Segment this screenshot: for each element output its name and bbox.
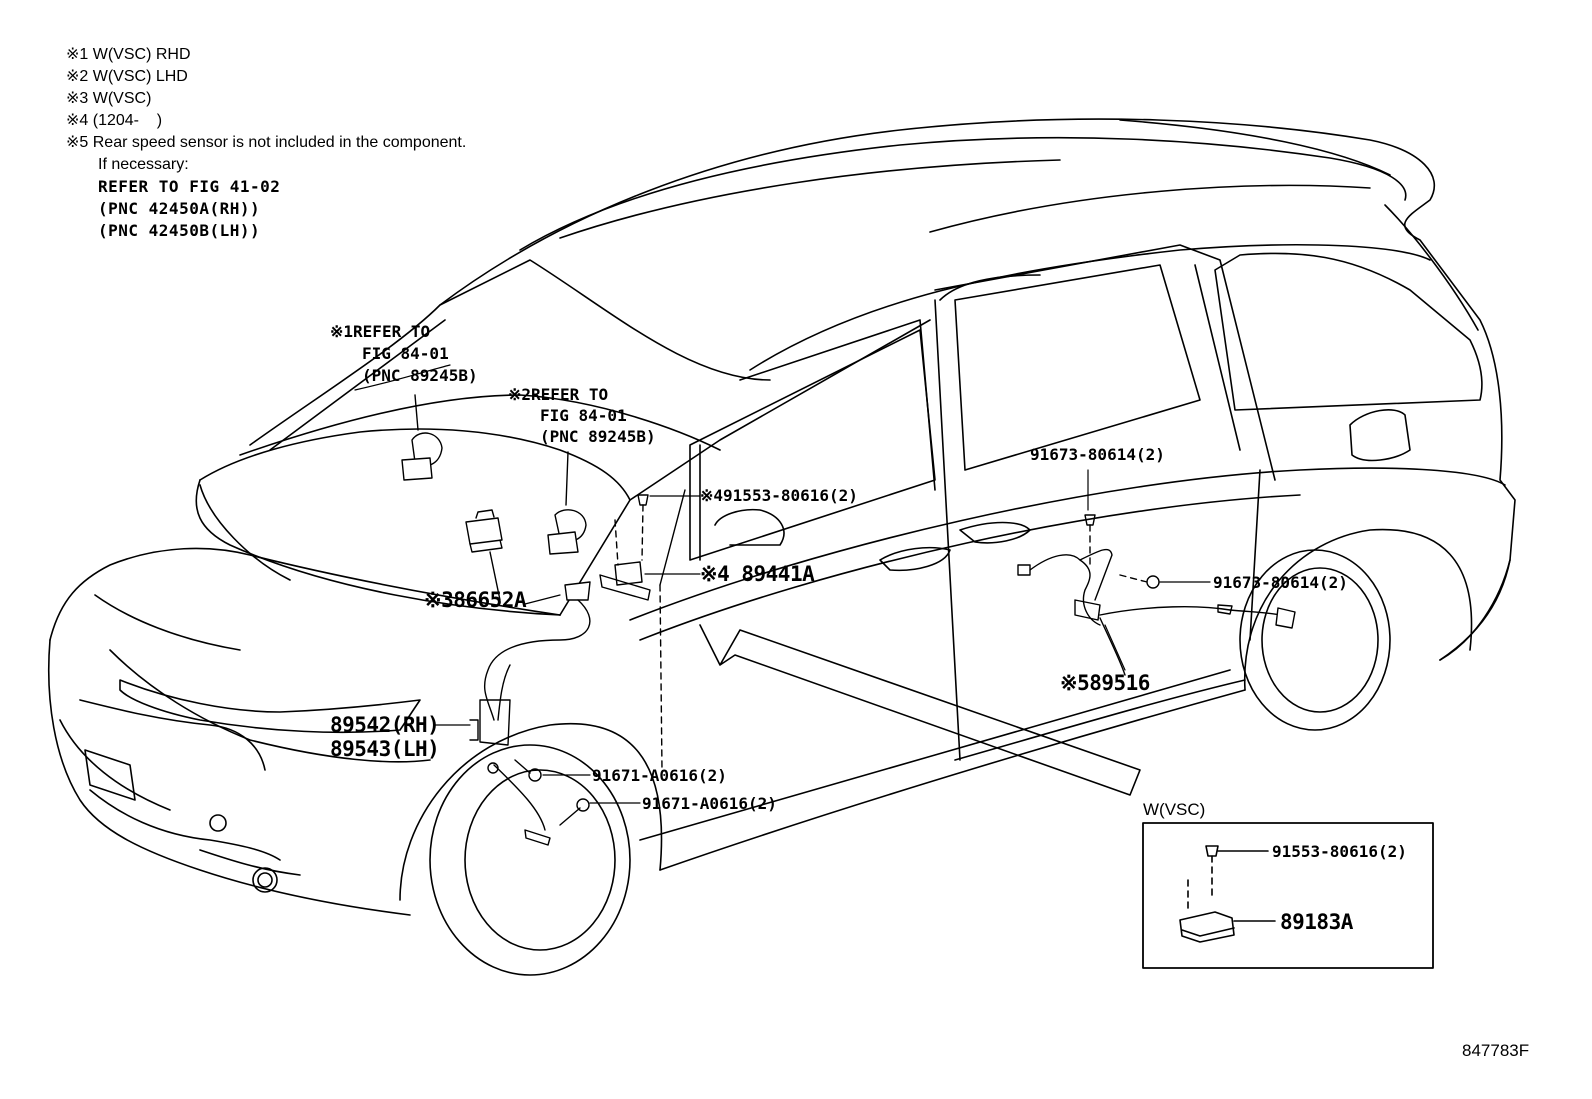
part-91673-80614-top: 91673-80614(2) (1030, 445, 1165, 464)
inset-part-91553-80616: 91553-80616(2) (1272, 842, 1407, 861)
part-89441a: ※4 89441A (700, 562, 815, 586)
notes-block: ※1 W(VSC) RHD ※2 W(VSC) LHD ※3 W(VSC) ※4… (66, 44, 466, 242)
note-5: ※5 Rear speed sensor is not included in … (66, 134, 467, 151)
figure-id: 847783F (1462, 1041, 1530, 1060)
note-pnc-rh: (PNC 42450A(RH)) (98, 199, 261, 218)
callout-ref1-line2: FIG 84-01 (362, 344, 449, 363)
part-91671-a0616-b: 91671-A0616(2) (642, 794, 777, 813)
part-89516: ※589516 (1060, 671, 1150, 695)
part-86652a: ※386652A (424, 588, 527, 612)
note-refer: REFER TO FIG 41-02 (98, 177, 281, 196)
note-3: ※3 W(VSC) (66, 90, 152, 107)
part-91553-80616: ※491553-80616(2) (700, 486, 858, 505)
part-91671-a0616-a: 91671-A0616(2) (592, 766, 727, 785)
direction-arrow (699, 624, 1141, 796)
note-pnc-lh: (PNC 42450B(LH)) (98, 221, 261, 240)
note-1: ※1 W(VSC) RHD (66, 46, 191, 63)
inset-box (1142, 822, 1434, 969)
component-drawings (401, 394, 1296, 846)
callout-ref2-line3: (PNC 89245B) (540, 427, 656, 446)
callout-ref1-line1: ※1REFER TO (330, 322, 431, 341)
callout-ref1-line3: (PNC 89245B) (362, 366, 478, 385)
callout-ref2-line2: FIG 84-01 (540, 406, 627, 425)
part-89543-lh: 89543(LH) (330, 737, 440, 761)
leader-lines (354, 364, 1211, 804)
note-2: ※2 W(VSC) LHD (66, 68, 188, 85)
note-if-necessary: If necessary: (98, 156, 189, 173)
part-91673-80614-right: 91673-80614(2) (1213, 573, 1348, 592)
note-4: ※4 (1204- ) (66, 112, 163, 129)
callout-ref2-line1: ※2REFER TO (508, 385, 609, 404)
inset-title: W(VSC) (1143, 800, 1206, 819)
van-body-outline (47, 118, 1516, 976)
inset-part-89183a: 89183A (1280, 910, 1353, 934)
part-89542-rh: 89542(RH) (330, 713, 440, 737)
